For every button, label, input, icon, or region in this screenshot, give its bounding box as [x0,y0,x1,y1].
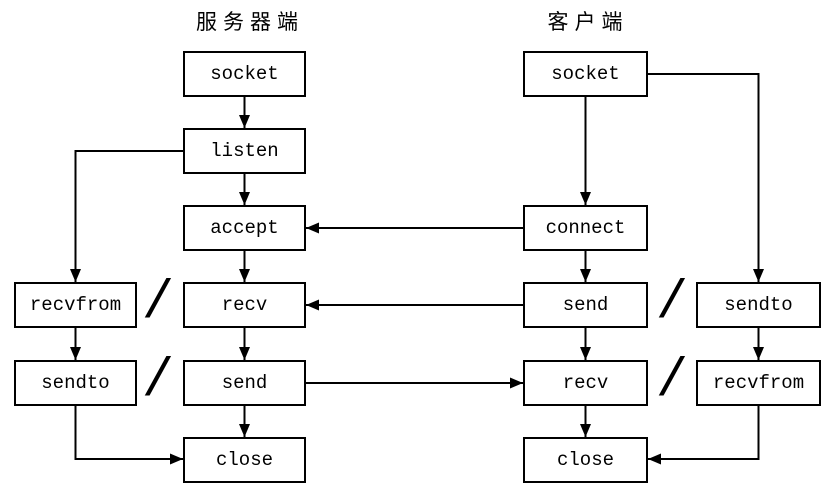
node-server-recv: recv [183,282,306,328]
node-server-accept: accept [183,205,306,251]
node-udp-left-recvfrom: recvfrom [14,282,137,328]
arrow-listen-branch-to-recvfrom [70,150,183,282]
arrow-right-recvfrom-to-close [648,406,760,465]
server-column-header: 服务器端 [196,10,304,34]
node-server-close: close [183,437,306,483]
node-server-listen: listen [183,128,306,174]
separator-slash-left-row1: / [141,272,175,334]
arrow-client-socket-branch-to-sendto [648,73,764,282]
node-client-socket: socket [523,51,648,97]
arrow-left-sendto-to-close [74,406,183,465]
node-udp-right-sendto: sendto [696,282,821,328]
node-server-send: send [183,360,306,406]
node-client-close: close [523,437,648,483]
node-client-send: send [523,282,648,328]
node-client-connect: connect [523,205,648,251]
separator-slash-left-row2: / [141,350,175,412]
node-udp-left-sendto: sendto [14,360,137,406]
node-udp-right-recvfrom: recvfrom [696,360,821,406]
separator-slash-right-row2: / [655,350,689,412]
client-column-header: 客户端 [547,10,629,34]
node-client-recv: recv [523,360,648,406]
separator-slash-right-row1: / [655,272,689,334]
node-server-socket: socket [183,51,306,97]
